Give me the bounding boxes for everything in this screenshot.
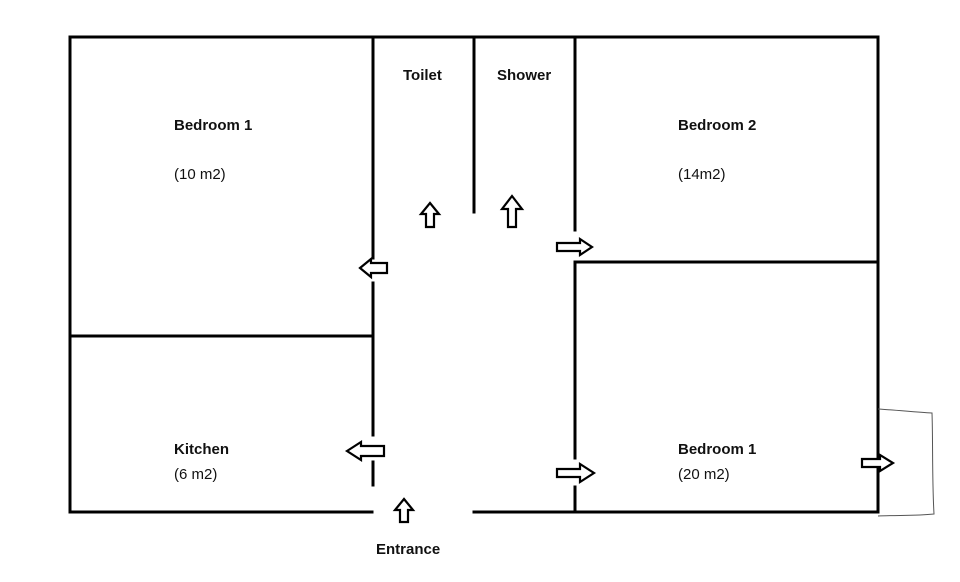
bedroom1-bottom-area: (20 m2) — [678, 466, 730, 483]
entrance-arrow-icon — [392, 497, 416, 524]
bedroom1-bottom-name: Bedroom 1 — [678, 441, 757, 458]
bedroom1-top-area: (10 m2) — [174, 166, 226, 183]
entrance-label: Entrance — [376, 541, 441, 558]
toilet-door-arrow-icon — [418, 201, 442, 229]
kitchen-door-arrow-icon — [344, 439, 386, 463]
kitchen-name: Kitchen — [174, 441, 230, 458]
bedroom1-top-name: Bedroom 1 — [174, 117, 253, 134]
bedroom2-name: Bedroom 2 — [678, 117, 757, 134]
bedroom2-area: (14m2) — [678, 166, 726, 183]
shower-door-arrow-icon — [499, 194, 525, 229]
bedroom1-door-arrow-icon — [358, 256, 389, 280]
balcony-sketch — [877, 408, 935, 517]
kitchen-area: (6 m2) — [174, 466, 218, 483]
toilet-label: Toilet — [403, 67, 442, 84]
shower-label: Shower — [497, 67, 552, 84]
bedroom2-door-arrow-icon — [555, 236, 594, 258]
bedroom1-large-door-arrow-icon — [555, 461, 597, 485]
balcony-door-arrow-icon — [860, 453, 896, 473]
